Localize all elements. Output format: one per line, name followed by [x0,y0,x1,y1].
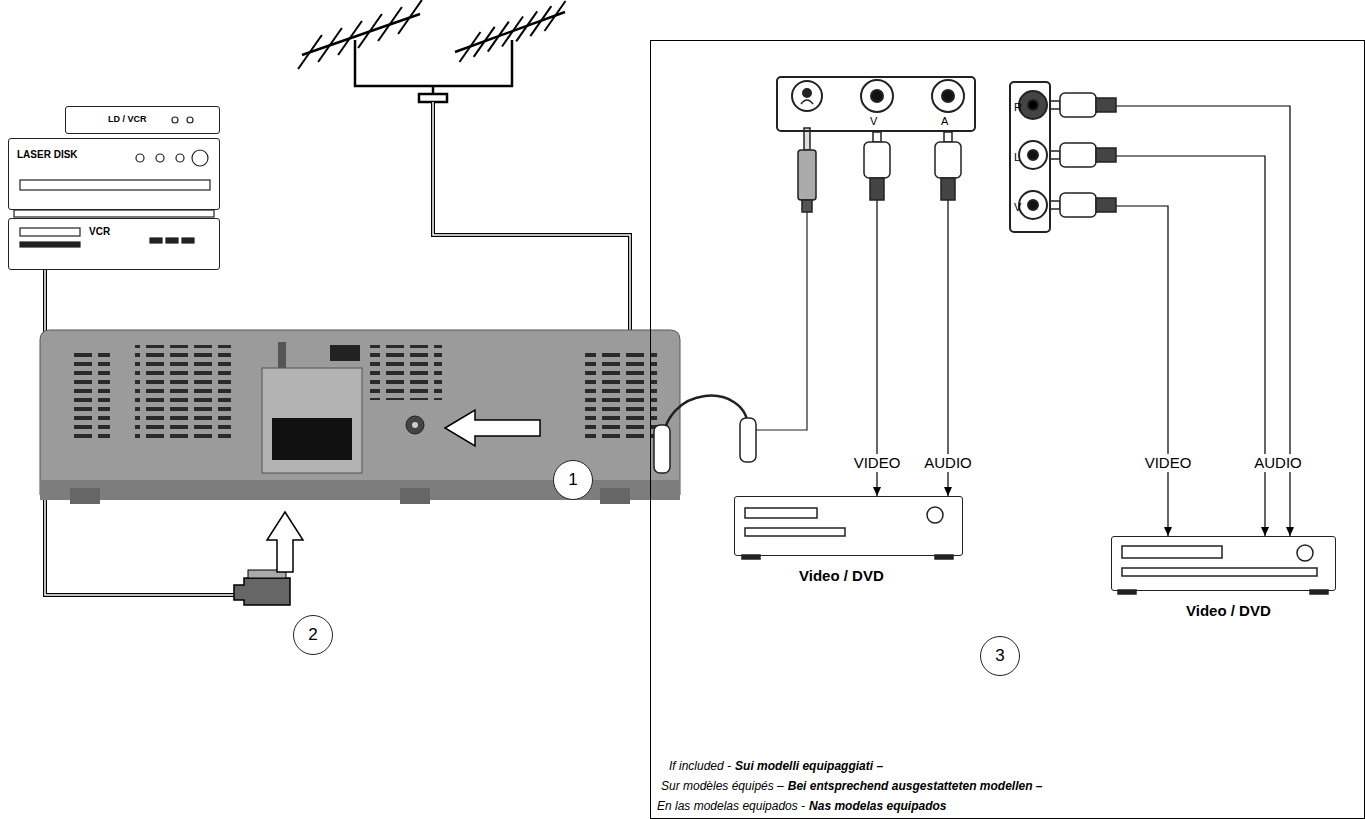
signal-arrow [1051,156,1265,536]
signal-label: VIDEO [1143,454,1194,471]
note-text: Nas modelas equipados [809,799,946,813]
tv-rear [40,330,680,572]
antenna [298,0,565,102]
note-text: Sui modelli equipaggiati – [735,759,883,773]
note-line: If included - Sui modelli equipaggiati – [669,759,887,773]
label-text: VCR [89,226,110,238]
note-line: En las modelas equipados - Nas modelas eq… [657,799,950,813]
device-details [14,117,214,247]
note-line: Sur modèles équipés – Bei entsprechend au… [661,779,1047,793]
label-text: L [1014,151,1020,164]
optional-panel: If included - Sui modelli equipaggiati – S… [650,40,1365,819]
label-text: V [870,115,877,128]
signal-arrow [1051,206,1168,536]
callout-number: 1 [553,460,593,500]
note-text: If included - [669,759,731,773]
label-text: R [1014,101,1022,114]
callout-text: 1 [568,470,577,490]
signal-label: AUDIO [1252,454,1304,471]
note-text: Sur modèles équipés – [661,779,784,793]
label-text: LASER DISK [17,149,78,161]
player-box: Video / DVD [1111,536,1336,591]
device-box: LASER DISK [8,138,220,210]
callout-text: 3 [995,646,1004,666]
label-text: V [1014,201,1021,214]
device-box: LD / VCR [65,106,220,134]
player-box: Video / DVD [734,496,963,556]
note-text: En las modelas equipados - [657,799,805,813]
note-text: Bei entsprechend ausgestatteten modellen… [788,779,1043,793]
signal-label: AUDIO [922,454,974,471]
device-box: VCR [8,218,220,270]
label-text: A [941,115,948,128]
jack-panel: VA [776,76,976,132]
jack-panel: R L V [1009,81,1051,233]
callout-number: 3 [980,636,1020,676]
label-text: Video / DVD [1186,602,1271,619]
signal-label: VIDEO [852,454,903,471]
callout-number: 2 [293,615,333,655]
label-text: LD / VCR [108,114,147,124]
callout-text: 2 [308,625,317,645]
plugs [654,93,1116,473]
player-details [742,507,1328,594]
label-text: Video / DVD [799,567,884,584]
